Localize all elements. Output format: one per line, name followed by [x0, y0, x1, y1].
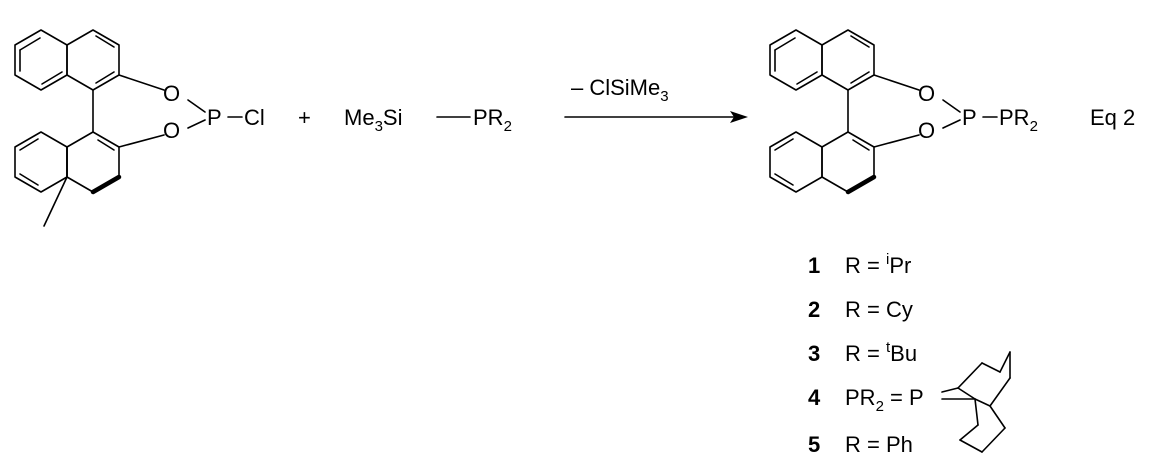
compound-label-sup: i — [886, 251, 889, 268]
aromatic-bond — [850, 71, 870, 84]
plus-sign: + — [298, 105, 311, 130]
svg-text:PR2: PR2 — [999, 105, 1038, 135]
cage-bond — [957, 387, 976, 400]
arrow-label-subscript: 3 — [660, 88, 668, 105]
compound-item-2: 2 R = Cy — [808, 297, 913, 322]
o-p-bond-top — [942, 99, 961, 113]
compound-item-1: 1 R = iPr — [808, 251, 911, 278]
upper-naphthalene-ring-right — [821, 29, 875, 91]
reactant-p-label: P — [207, 105, 222, 130]
cage-bond — [974, 398, 991, 407]
aromatic-bond — [19, 138, 39, 151]
aromatic-bond — [774, 37, 796, 51]
phosphabicycle-structure — [941, 351, 1011, 453]
reagent-pr-subscript: 2 — [504, 118, 512, 135]
compound-label: R = Ph — [845, 432, 913, 457]
reactant-cl-label: Cl — [244, 105, 265, 130]
aromatic-bond — [43, 176, 68, 227]
aromatic-bond — [97, 139, 115, 151]
aromatic-bond — [19, 173, 39, 186]
compound-item-3: 3 R = tBu — [808, 339, 917, 366]
compound-label: R = Cy — [845, 297, 913, 322]
cage-bond — [959, 439, 983, 453]
aromatic-bond — [850, 35, 870, 48]
product-pr-subscript: 2 — [1030, 118, 1038, 135]
aromatic-bond — [19, 37, 41, 51]
reagent-si: Si — [383, 105, 403, 130]
compound-label-pre: PR — [845, 385, 876, 410]
lower-naphthalene-ring-left — [769, 131, 823, 193]
compound-label-sub: 2 — [876, 398, 884, 415]
compound-item-5: 5 R = Ph — [808, 432, 913, 457]
reagent-pr: PR — [473, 105, 504, 130]
o-p-bond-bottom — [942, 119, 961, 129]
compound-number: 1 — [808, 253, 820, 278]
product-pr: PR — [999, 105, 1030, 130]
aromatic-bond — [796, 71, 818, 85]
aromatic-bond — [774, 138, 794, 151]
compound-item-4: 4 PR2 = P — [808, 351, 1011, 453]
reagent-formula: Me3Si PR2 — [344, 105, 512, 135]
svg-text:R = iPr: R = iPr — [845, 251, 911, 278]
compound-number: 5 — [808, 432, 820, 457]
product-o-bottom-label: O — [918, 118, 935, 143]
bold-bond — [845, 174, 877, 195]
compound-list: 1 R = iPr 2 R = Cy 3 R = tBu 4 PR2 = P — [808, 251, 1011, 457]
compound-label-post: Pr — [889, 253, 911, 278]
reagent-me: Me — [344, 105, 375, 130]
svg-text:– ClSiMe3: – ClSiMe3 — [571, 75, 669, 105]
cage-bond — [974, 398, 979, 426]
compound-number: 3 — [808, 341, 820, 366]
compound-label-sup: t — [886, 339, 891, 356]
reactant-o-bottom-label: O — [163, 118, 180, 143]
aromatic-bond — [95, 35, 115, 48]
c-o-bond-top — [873, 74, 920, 91]
c-o-bond-top — [118, 74, 165, 91]
arrow-head — [730, 111, 748, 123]
product-p-label: P — [962, 105, 977, 130]
equation-label: Eq 2 — [1090, 105, 1135, 130]
cage-bond — [999, 351, 1011, 373]
compound-number: 2 — [808, 297, 820, 322]
cage-bond — [957, 362, 983, 389]
compound-label-pre: R = — [845, 341, 886, 366]
upper-naphthalene-ring-left — [14, 29, 68, 91]
o-p-bond-bottom — [187, 119, 206, 129]
upper-naphthalene-ring-right — [66, 29, 120, 91]
cage-bond — [981, 427, 1006, 453]
cage-bond — [981, 362, 1001, 373]
aromatic-bond — [852, 139, 870, 151]
product-structure: O O P PR2 — [769, 29, 1038, 195]
cage-bond — [941, 387, 959, 393]
svg-text:Me3Si: Me3Si — [344, 105, 402, 135]
lower-naphthalene-ring-left — [14, 131, 68, 193]
aromatic-bond — [774, 173, 794, 186]
compound-number: 4 — [808, 385, 821, 410]
cage-bond — [989, 377, 1011, 407]
svg-text:PR2 = P: PR2 = P — [845, 385, 924, 415]
arrow-label-text: – ClSiMe — [571, 75, 660, 100]
svg-text:R = tBu: R = tBu — [845, 339, 917, 366]
c-o-bond-bottom — [118, 134, 165, 148]
reagent-me-subscript: 3 — [375, 118, 383, 135]
c-o-bond-bottom — [873, 134, 920, 148]
bold-bond — [90, 174, 122, 195]
upper-naphthalene-ring-left — [769, 29, 823, 91]
reaction-arrow: – ClSiMe3 — [564, 75, 748, 123]
aromatic-bond — [41, 71, 63, 85]
cage-bond — [989, 405, 1006, 429]
aromatic-bond — [95, 71, 115, 84]
cage-bond — [959, 424, 979, 441]
compound-label-post: = P — [884, 385, 924, 410]
compound-label-post: Bu — [890, 341, 917, 366]
reactant-structure: O O P Cl — [14, 29, 265, 227]
product-o-top-label: O — [918, 81, 935, 106]
svg-text:PR2: PR2 — [473, 105, 512, 135]
o-p-bond-top — [187, 99, 206, 113]
compound-label-pre: R = — [845, 253, 886, 278]
reactant-o-top-label: O — [163, 81, 180, 106]
